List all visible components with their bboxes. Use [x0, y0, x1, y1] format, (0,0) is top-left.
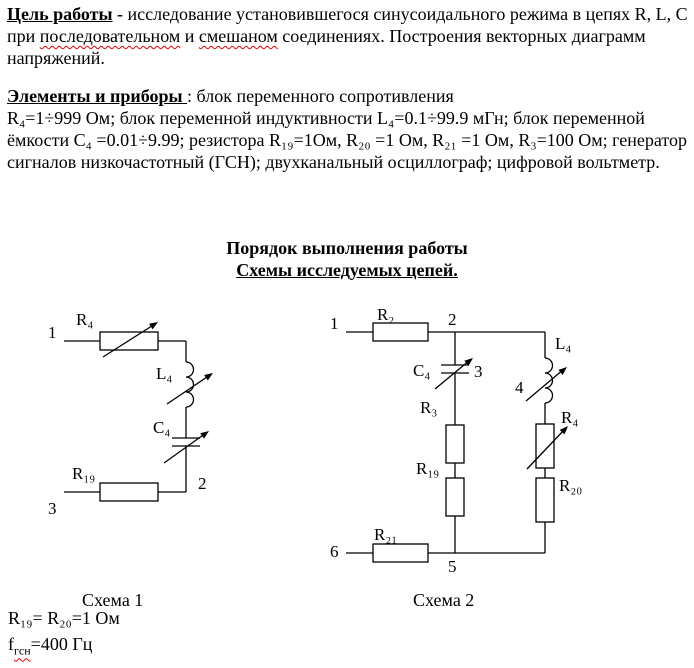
terminal-6-label: 6 — [330, 542, 339, 561]
resistor-r19-symbol — [445, 477, 465, 517]
goal-text-c: соединениях. Построения векторных диагра… — [7, 26, 646, 68]
misspelled-word: последовательном — [39, 26, 181, 46]
variable-arrow — [102, 323, 156, 358]
goal-paragraph[interactable]: Цель работы - исследование установившего… — [7, 3, 690, 69]
resistor-r2-symbol — [372, 322, 429, 342]
resistor-values-note: R₁₉= R₂₀=1 Ом — [8, 608, 120, 628]
misspelled-word: смешаном — [198, 26, 278, 46]
resistor-r4-label: R₄ — [76, 310, 93, 329]
resistor-r20-symbol — [535, 477, 555, 523]
inductor-l4-symbol — [544, 357, 554, 404]
variable-arrow — [163, 432, 207, 464]
arrowhead — [149, 322, 158, 330]
capacitor-c4-label: C₄ — [413, 361, 430, 380]
variable-arrow — [434, 359, 471, 390]
equipment-heading: Элементы и приборы — [7, 86, 188, 106]
arrowhead — [204, 373, 213, 381]
terminal-1-label: 1 — [48, 323, 57, 342]
resistor-r3-label: R₃ — [420, 398, 437, 417]
resistor-r4-label: R₄ — [561, 408, 578, 427]
arrowhead — [558, 367, 567, 375]
resistor-r19-label: R₁₉ — [416, 459, 439, 478]
resistor-r2-label: R₂ — [377, 305, 394, 324]
inductor-l4-label: L₄ — [555, 334, 571, 353]
terminal-3-label: 3 — [474, 362, 483, 381]
resistor-r4-symbol — [535, 423, 555, 469]
frequency-subscript: гсн — [14, 643, 31, 658]
goal-separator: - — [112, 4, 128, 24]
arrowhead — [200, 431, 209, 439]
goal-text-b: и — [180, 26, 199, 46]
inductor-l4-label: L₄ — [156, 364, 172, 383]
terminal-3-label: 3 — [48, 499, 57, 518]
terminal-2-label: 2 — [448, 310, 457, 329]
capacitor-c4-label: C₄ — [153, 418, 170, 437]
resistor-r19-label: R₁₉ — [72, 464, 95, 483]
frequency-value: =400 Гц — [30, 634, 93, 654]
resistor-r3-symbol — [445, 424, 465, 464]
equipment-intro: : блок переменного сопротивления — [187, 86, 454, 106]
resistor-r20-label: R₂₀ — [559, 476, 582, 495]
schemes-heading: Схемы исследуемых цепей. — [236, 260, 458, 280]
terminal-2-label: 2 — [198, 474, 207, 493]
terminal-4-label: 4 — [515, 378, 524, 397]
terminal-5-label: 5 — [448, 557, 457, 576]
variable-arrow — [526, 428, 566, 470]
resistor-r21-symbol — [372, 543, 429, 563]
variable-arrow — [525, 368, 565, 402]
schema-1-caption: Схема 1 — [82, 590, 143, 610]
inductor-l4-symbol — [185, 361, 195, 408]
frequency-note: fгсн=400 Гц — [8, 633, 93, 658]
terminal-1-label: 1 — [330, 314, 339, 333]
schema-2: 1 R₂ 2 C₄ 3 R₃ R₁₉ L₄ 4 R₄ R₂₀ — [330, 305, 582, 610]
schema-1: 1 R₄ L₄ C₄ 2 R₁₉ 3 Схема 1 — [48, 310, 213, 610]
equipment-body: R₄=1÷999 Ом; блок переменной индуктивнос… — [7, 108, 688, 172]
schema-2-caption: Схема 2 — [413, 590, 474, 610]
arrowhead — [559, 426, 568, 435]
circuit-diagrams: 1 R₄ L₄ C₄ 2 R₁₉ 3 Схема 1 1 R₂ 2 — [48, 305, 582, 610]
resistor-r21-label: R₂₁ — [374, 525, 397, 544]
frequency-symbol: f — [8, 634, 14, 654]
goal-text-a: исследование установившегося синусоидаль… — [7, 4, 688, 46]
equipment-paragraph[interactable]: Элементы и приборы : блок переменного со… — [7, 85, 690, 173]
variable-arrow — [166, 374, 211, 405]
goal-heading: Цель работы — [7, 4, 113, 24]
resistor-r19-symbol — [99, 482, 159, 502]
arrowhead — [464, 358, 473, 366]
order-of-work-heading: Порядок выполнения работы — [226, 238, 468, 258]
